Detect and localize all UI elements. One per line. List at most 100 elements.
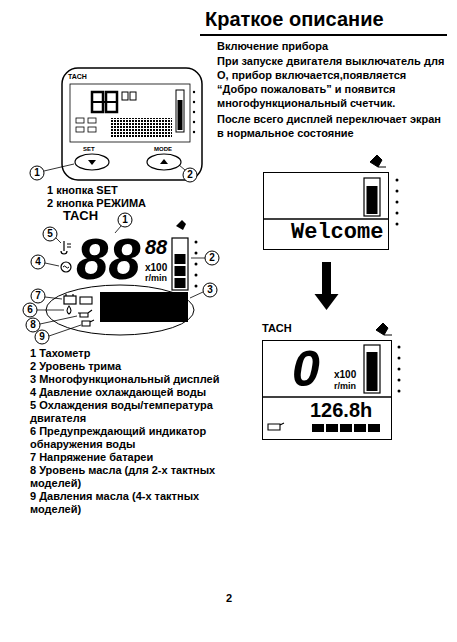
- trim-fill: [175, 278, 186, 288]
- bar-segment: [368, 424, 380, 432]
- dot: [193, 131, 195, 133]
- digit: [92, 101, 117, 103]
- icon: [88, 127, 96, 132]
- legend-item: 5 Охлаждения воды/температура двигателя: [30, 399, 235, 425]
- paragraph: При запуске двигателя выключатель для О,…: [217, 54, 449, 110]
- callout-number: 2: [182, 169, 198, 181]
- title-rule: [200, 34, 447, 36]
- page-number: 2: [226, 592, 232, 605]
- callout-number: 1: [29, 167, 45, 179]
- dot: [396, 212, 399, 215]
- legend-item: 7 Напряжение батареи: [30, 451, 235, 464]
- unit-label: x100: [145, 263, 167, 273]
- callout-number: 9: [34, 331, 50, 343]
- legend-item: 6 Предупреждающий индикатор обнаружения …: [30, 425, 235, 451]
- callout-number: 3: [202, 284, 218, 296]
- trim-fill: [178, 100, 183, 130]
- button-arrow: [88, 160, 96, 165]
- leader-line: [190, 292, 203, 298]
- battery-icon: [64, 296, 76, 304]
- dot: [398, 379, 401, 382]
- callout-circle: [23, 303, 37, 317]
- leader-line: [191, 258, 205, 259]
- dot: [195, 241, 198, 244]
- section-heading: Включение прибора: [217, 40, 328, 53]
- dot: [193, 111, 195, 113]
- arrow-shaft: [322, 262, 331, 295]
- dot: [195, 263, 198, 266]
- unit-label: x100: [334, 370, 356, 380]
- trim-fill: [175, 254, 186, 264]
- bar-segment: [354, 424, 366, 432]
- leader-line: [40, 316, 77, 324]
- digit: [130, 92, 136, 100]
- button-label: MODE: [154, 146, 172, 153]
- unit-label: r/min: [334, 382, 356, 391]
- callout-circle: [31, 289, 45, 303]
- icon: [88, 118, 96, 123]
- gauge-brand: TACH: [262, 322, 292, 335]
- trim-bar: [172, 238, 188, 290]
- flow-arrow: [315, 262, 339, 310]
- callout-legend: 1 кнопка SET: [47, 184, 118, 197]
- dot: [398, 346, 401, 349]
- small-gauge: [30, 68, 202, 182]
- dot: [193, 121, 195, 123]
- callout-circle: [43, 227, 57, 241]
- icon: [76, 118, 84, 123]
- callout-number: 1: [117, 214, 133, 226]
- screen-text: Welcome: [291, 222, 383, 244]
- callout-number: 4: [30, 256, 46, 268]
- tilt-icon: [376, 323, 392, 335]
- small-digits: 88: [145, 237, 167, 257]
- screen-frame: [262, 340, 392, 440]
- gauge-brand: TACH: [68, 73, 87, 81]
- mode-button: [147, 154, 181, 170]
- button-arrow: [160, 159, 168, 164]
- callout-number: 6: [22, 304, 38, 316]
- callout-circle: [183, 168, 197, 182]
- dot: [398, 390, 401, 393]
- dot-matrix: [110, 118, 172, 138]
- tilt-icon: [370, 155, 386, 167]
- callout-circle: [31, 255, 45, 269]
- welcome-screen-detail: [263, 155, 399, 226]
- multi-display: [100, 292, 188, 322]
- oil-pressure-icon: [82, 320, 94, 326]
- lcd-screen: TACH0x100r/min126.8h: [262, 322, 392, 440]
- callout-circle: [35, 330, 49, 344]
- icon: [268, 423, 284, 430]
- dot: [396, 179, 399, 182]
- unit-label: r/min: [145, 274, 167, 283]
- callout-circle: [203, 283, 217, 297]
- gauge-housing: [62, 68, 202, 180]
- trim-bar: [364, 178, 380, 216]
- divider: [263, 396, 392, 398]
- trim-bar: [364, 345, 380, 393]
- water-icon: [67, 306, 71, 314]
- temperature-icon: [61, 241, 71, 254]
- leader-line: [37, 310, 64, 311]
- button-label: SET: [83, 146, 95, 153]
- page-title: Краткое описание: [205, 7, 384, 31]
- paragraph: После всего дисплей переключает экран в …: [217, 112, 449, 140]
- callout-number: 5: [42, 228, 58, 240]
- bar-segment: [312, 424, 324, 432]
- set-button: [75, 154, 109, 170]
- pressure-icon: [63, 266, 69, 268]
- lcd-screen: Welcome: [263, 172, 389, 250]
- tilt-icon: [176, 220, 186, 230]
- legend-item: 4 Давление охлаждающей воды: [30, 386, 235, 399]
- dot: [398, 357, 401, 360]
- trim-fill: [175, 266, 186, 276]
- legend-item: 9 Давления масла (4-х тактных моделей): [30, 490, 235, 516]
- tachometer-digits: 88: [76, 230, 141, 288]
- arrow-head: [315, 294, 339, 310]
- icon: [76, 127, 84, 132]
- callout-number: 2: [204, 252, 220, 264]
- trim-fill: [367, 186, 378, 214]
- callout-circle: [205, 251, 219, 265]
- warning-icon: [80, 297, 92, 304]
- dot: [396, 201, 399, 204]
